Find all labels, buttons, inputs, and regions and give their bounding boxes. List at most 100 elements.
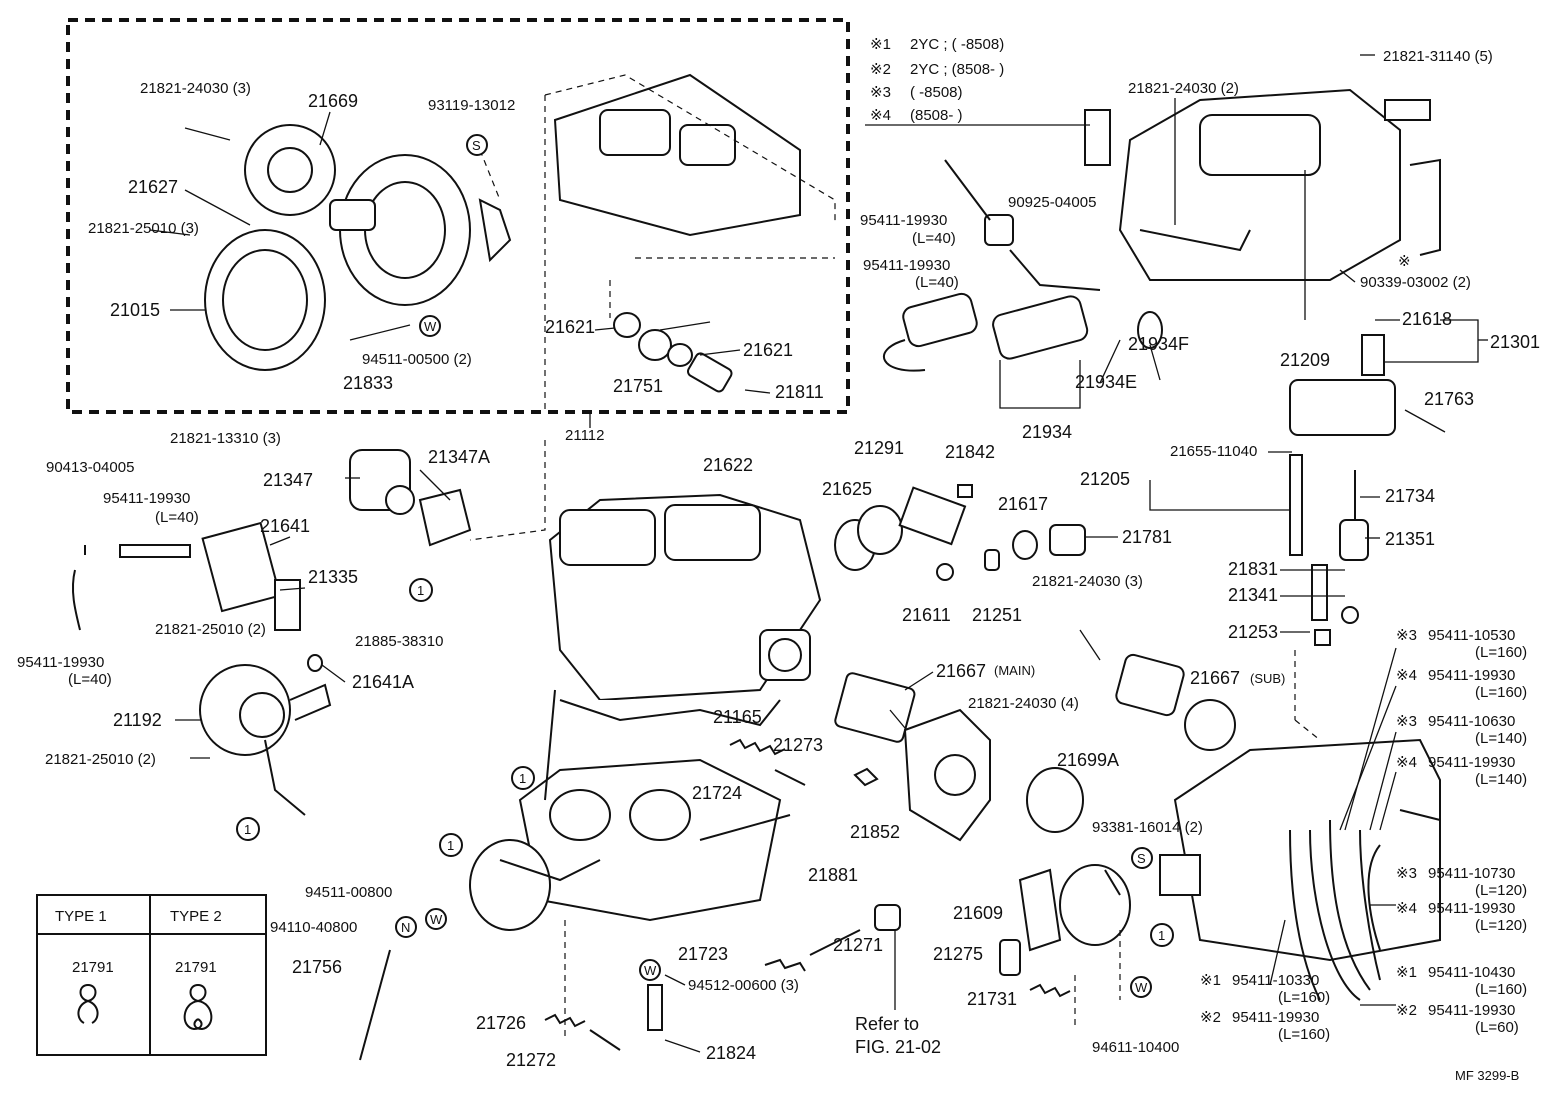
label-21667-main: 21667 <box>936 661 986 681</box>
label-21934: 21934 <box>1022 422 1072 442</box>
label-21621a: 21621 <box>545 317 595 337</box>
legend-row-3-text: ( -8508) <box>910 84 963 101</box>
label-94512-00600: 94512-00600 (3) <box>688 977 799 994</box>
type1-part: 21791 <box>72 959 114 976</box>
label-21934E: 21934E <box>1075 372 1137 392</box>
label-21625: 21625 <box>822 479 872 499</box>
svg-text:W: W <box>430 912 443 927</box>
label-21824: 21824 <box>706 1043 756 1063</box>
callouts: S W 1 1 1 1 W N W S 1 W <box>236 134 1174 998</box>
label-95411-19930-d: 95411-19930 <box>17 654 104 671</box>
legend-row-1-mark: ※1 <box>870 36 891 53</box>
label-93381-16014: 93381-16014 (2) <box>1092 819 1203 836</box>
figure-code: MF 3299-B <box>1455 1068 1519 1083</box>
label-21699A: 21699A <box>1057 750 1119 770</box>
label-21667-sub-tag: (SUB) <box>1250 671 1285 686</box>
label-21192: 21192 <box>113 710 162 730</box>
dashpot-21609 <box>1018 864 1131 1025</box>
callout-1-b: 1 <box>236 817 260 841</box>
hose-1b-len: (L=160) <box>1475 981 1527 998</box>
legend-row-1-text: 2YC ; ( -8508) <box>910 36 1004 53</box>
label-21351: 21351 <box>1385 529 1435 549</box>
svg-text:W: W <box>644 963 657 978</box>
label-21667-main-tag: (MAIN) <box>994 663 1035 678</box>
label-21273: 21273 <box>773 735 823 755</box>
hose-3c-mark: ※3 <box>1396 865 1417 882</box>
label-21821-24030-3b: 21821-24030 (3) <box>1032 573 1143 590</box>
label-21655-11040: 21655-11040 <box>1170 443 1257 460</box>
svg-text:S: S <box>1137 851 1146 866</box>
leader-lines <box>170 54 1488 1053</box>
label-21275: 21275 <box>933 944 983 964</box>
legend-row-4-mark: ※4 <box>870 107 891 124</box>
clip-type2-icon <box>183 984 213 1031</box>
svg-text:1: 1 <box>519 771 526 786</box>
hose-2b-len: (L=60) <box>1475 1019 1519 1036</box>
label-21621b: 21621 <box>743 340 793 360</box>
label-21272: 21272 <box>506 1050 556 1070</box>
callout-w-mid: W <box>639 959 661 981</box>
type-table: TYPE 1 TYPE 2 21791 21791 <box>36 894 267 1056</box>
label-21756: 21756 <box>292 957 342 977</box>
hose-3c: 95411-10730 <box>1428 865 1515 882</box>
solenoid-valve <box>883 109 1163 409</box>
label-21726: 21726 <box>476 1013 526 1033</box>
label-95411-19930-b-len: (L=40) <box>915 274 959 291</box>
label-95411-19930-c: 95411-19930 <box>103 490 190 507</box>
legend-row-4-text: (8508- ) <box>910 107 963 124</box>
hose-4b-mark: ※4 <box>1396 754 1417 771</box>
type1-header: TYPE 1 <box>55 908 107 925</box>
vacuum-switch <box>1289 334 1446 436</box>
svg-text:1: 1 <box>447 838 454 853</box>
type2-header: TYPE 2 <box>170 908 222 925</box>
hose-4c: 95411-19930 <box>1428 900 1515 917</box>
label-21831: 21831 <box>1228 559 1278 579</box>
label-21347A: 21347A <box>428 447 490 467</box>
label-21821-25010-3: 21821-25010 (3) <box>88 220 199 237</box>
label-21341: 21341 <box>1228 585 1278 605</box>
hose-3c-len: (L=120) <box>1475 882 1527 899</box>
top-carb-cover <box>544 73 836 410</box>
label-21842: 21842 <box>945 442 995 462</box>
label-21821-13310: 21821-13310 (3) <box>170 430 281 447</box>
label-21734: 21734 <box>1385 486 1435 506</box>
label-21821-31140: 21821-31140 (5) <box>1383 48 1493 65</box>
label-95411-19930-d-len: (L=40) <box>68 671 112 688</box>
diaphragm-21192 <box>199 654 332 816</box>
svg-text:1: 1 <box>417 583 424 598</box>
label-94611-10400: 94611-10400 <box>1092 1039 1179 1056</box>
legend-row-2-text: 2YC ; (8508- ) <box>910 61 1004 78</box>
carb-body-top-right <box>1118 88 1441 320</box>
label-21885-38310: 21885-38310 <box>355 633 443 650</box>
label-94511-00500: 94511-00500 (2) <box>362 351 472 368</box>
hose-1b: 95411-10430 <box>1428 964 1515 981</box>
label-21934F: 21934F <box>1128 334 1189 354</box>
label-21641: 21641 <box>260 516 310 536</box>
svg-text:1: 1 <box>1158 928 1165 943</box>
choke-assembly <box>149 124 512 371</box>
svg-text:1: 1 <box>244 822 251 837</box>
hose-4b: 95411-19930 <box>1428 754 1515 771</box>
hose-1b-mark: ※1 <box>1396 964 1417 981</box>
label-21781: 21781 <box>1122 527 1172 547</box>
label-21821-25010-2b: 21821-25010 (2) <box>45 751 156 768</box>
label-21622: 21622 <box>703 455 753 475</box>
label-21821-24030-3a: 21821-24030 (3) <box>140 80 251 97</box>
label-21165: 21165 <box>713 707 762 727</box>
hose-labels: ※3 95411-10530 (L=160) ※4 95411-19930 (L… <box>1200 627 1527 1043</box>
hose-4a: 95411-19930 <box>1428 667 1515 684</box>
accelerator-pump <box>71 440 546 631</box>
label-21641A: 21641A <box>352 672 414 692</box>
springs-screws <box>359 738 1071 1061</box>
hose-3b-len: (L=140) <box>1475 730 1527 747</box>
label-21811: 21811 <box>775 382 824 402</box>
label-21627: 21627 <box>128 177 178 197</box>
label-21751: 21751 <box>613 376 663 396</box>
label-21724: 21724 <box>692 783 742 803</box>
hose-2b: 95411-19930 <box>1428 1002 1515 1019</box>
label-21833: 21833 <box>343 373 393 393</box>
hose-4b-len: (L=140) <box>1475 771 1527 788</box>
label-21251: 21251 <box>972 605 1022 625</box>
type2-part: 21791 <box>175 959 217 976</box>
variant-legend: ※1 2YC ; ( -8508) ※2 2YC ; (8508- ) ※3 (… <box>865 36 1090 126</box>
